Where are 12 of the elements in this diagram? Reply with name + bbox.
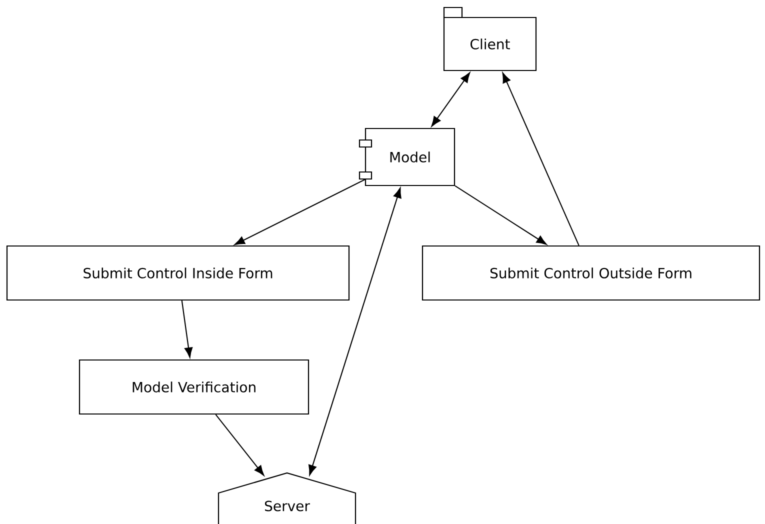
arrow (215, 414, 264, 476)
package-box: Client (443, 6, 537, 72)
component-box: Model (358, 128, 456, 186)
arrow (308, 188, 402, 476)
process-box: Submit Control Outside Form (422, 245, 760, 301)
arrow (454, 185, 547, 245)
arrow (431, 72, 470, 127)
arrow (234, 179, 366, 245)
arrow (502, 72, 580, 246)
process-box: Model Verification (78, 359, 310, 415)
arrow (181, 300, 193, 358)
process-box: Submit Control Inside Form (6, 245, 350, 301)
